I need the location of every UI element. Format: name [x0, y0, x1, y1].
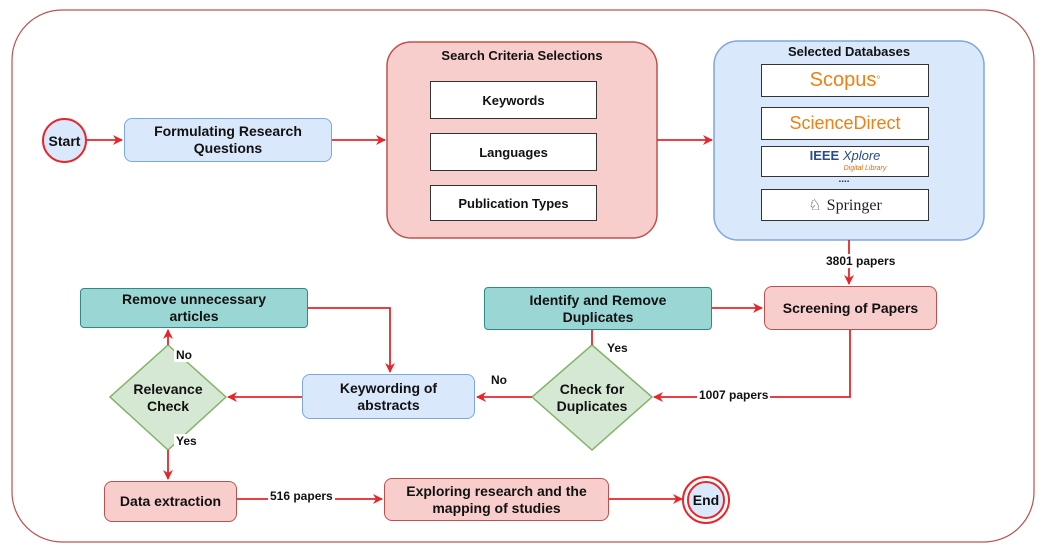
- ieee-text: IEEE: [809, 147, 840, 163]
- label-516-papers: 516 papers: [268, 489, 335, 503]
- ieee-digital-library-text: Digital Library: [843, 164, 887, 172]
- label-no-duplicates: No: [489, 373, 509, 387]
- databases-ellipsis: ....: [838, 174, 850, 185]
- keywording-abstracts-box: Keywording of abstracts: [302, 374, 475, 419]
- screening-of-papers-box: Screening of Papers: [764, 286, 937, 330]
- end-node-outer: [682, 476, 730, 524]
- xplore-text: Xplore: [842, 147, 881, 163]
- databases-title: Selected Databases: [787, 44, 911, 59]
- label-yes-duplicates: Yes: [605, 341, 630, 355]
- edge-remove-keywording: [308, 307, 395, 373]
- search-criteria-title: Search Criteria Selections: [441, 48, 603, 63]
- springer-logo: ♘ Springer: [761, 189, 929, 221]
- exploring-research-box: Exploring research and the mapping of st…: [384, 478, 609, 521]
- remove-unnecessary-articles-box: Remove unnecessary articles: [80, 288, 308, 328]
- check-duplicates-diamond: [530, 344, 654, 452]
- sciencedirect-logo: ScienceDirect: [761, 107, 929, 140]
- springer-horse-icon: ♘: [808, 196, 822, 214]
- formulating-research-questions-box: Formulating Research Questions: [124, 118, 332, 162]
- identify-remove-duplicates-box: Identify and Remove Duplicates: [484, 287, 712, 330]
- check-duplicates-label: Check for Duplicates: [556, 381, 628, 414]
- criteria-keywords: Keywords: [430, 81, 597, 119]
- label-1007-papers: 1007 papers: [697, 388, 771, 402]
- relevance-check-label: Relevance Check: [133, 381, 203, 414]
- scopus-logo: Scopus°: [761, 64, 929, 97]
- sciencedirect-text: ScienceDirect: [789, 113, 901, 133]
- end-node: End: [687, 481, 725, 519]
- scopus-text: Scopus: [809, 69, 877, 91]
- start-node: Start: [42, 118, 87, 163]
- springer-text: Springer: [826, 196, 882, 214]
- ieee-xplore-logo: IEEE Xplore Digital Library: [761, 146, 929, 177]
- label-3801-papers: 3801 papers: [824, 254, 898, 268]
- criteria-languages: Languages: [430, 133, 597, 171]
- criteria-publication-types: Publication Types: [430, 185, 597, 221]
- label-yes-relevance: Yes: [174, 434, 199, 448]
- data-extraction-box: Data extraction: [104, 481, 237, 522]
- label-no-relevance: No: [174, 348, 194, 362]
